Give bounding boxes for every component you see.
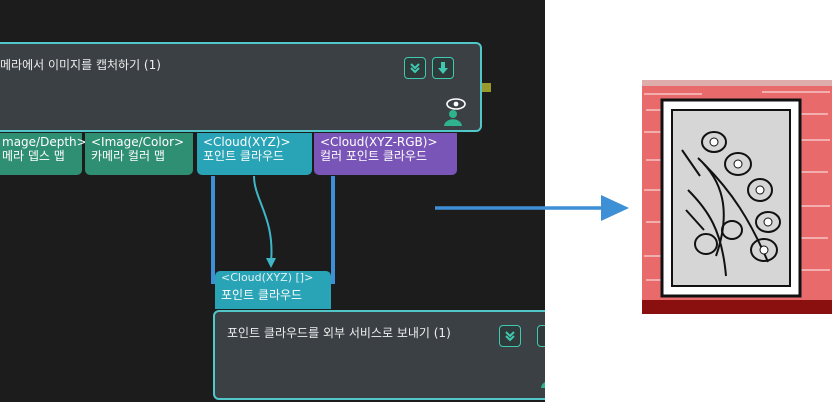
port-label: 카메라 컬러 맵 — [91, 149, 165, 163]
send-point-cloud-node[interactable]: 포인트 클라우드를 외부 서비스로 보내기 (1) — [213, 310, 545, 400]
collapse-button[interactable] — [404, 57, 426, 79]
download-button[interactable] — [432, 57, 454, 79]
port-type: <Image/Color> — [91, 135, 185, 149]
capture-node-title: 메라에서 이미지를 캡처하기 (1) — [0, 58, 161, 72]
user-icon — [541, 382, 545, 388]
port-label: 포인트 클라우드 — [203, 149, 285, 163]
port-depth-map[interactable]: mage/Depth> 메라 뎁스 맵 — [0, 133, 87, 175]
port-point-cloud[interactable]: <Cloud(XYZ)> 포인트 클라우드 — [197, 133, 312, 175]
port-label: 메라 뎁스 맵 — [2, 149, 65, 163]
eye-user-icon[interactable] — [442, 97, 470, 127]
port-label: 컬러 포인트 클라우드 — [320, 149, 427, 163]
capture-images-node[interactable]: 메라에서 이미지를 캡처하기 (1) — [0, 42, 482, 132]
node-graph-canvas[interactable]: 메라에서 이미지를 캡처하기 (1) mage/Depth> 메라 뎁스 맵 <… — [0, 0, 545, 402]
port-type: mage/Depth> — [2, 135, 87, 149]
port-color-map[interactable]: <Image/Color> 카메라 컬러 맵 — [85, 133, 193, 175]
chevron-double-down-icon — [410, 63, 420, 74]
chevron-double-down-icon — [505, 331, 515, 342]
port-type: <Cloud(XYZ-RGB)> — [320, 135, 438, 149]
point-cloud-result-image — [642, 80, 832, 314]
port-type: <Cloud(XYZ)> — [203, 135, 291, 149]
port-label: 포인트 클라우드 — [221, 288, 303, 302]
collapse-button[interactable] — [499, 325, 521, 347]
send-node-title: 포인트 클라우드를 외부 서비스로 보내기 (1) — [227, 326, 451, 340]
port-color-point-cloud[interactable]: <Cloud(XYZ-RGB)> 컬러 포인트 클라우드 — [314, 133, 457, 175]
status-indicator — [482, 83, 491, 92]
download-arrow-icon — [438, 62, 448, 74]
port-type: <Cloud(XYZ) []> — [221, 271, 314, 284]
input-port-point-cloud[interactable]: <Cloud(XYZ) []> 포인트 클라우드 — [215, 271, 331, 309]
result-arrow-icon — [435, 195, 629, 221]
download-button[interactable] — [537, 325, 545, 347]
